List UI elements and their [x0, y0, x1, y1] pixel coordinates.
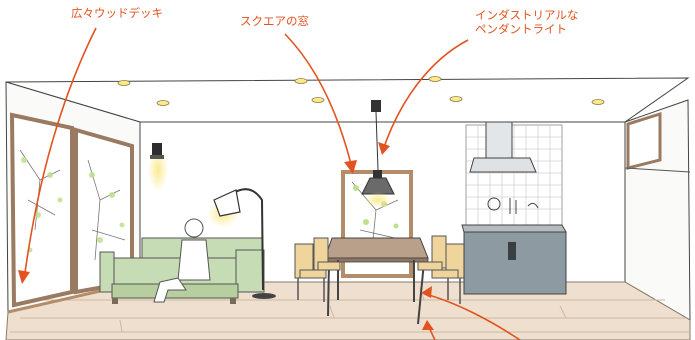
label-pendant-line1: インダストリアルな [475, 8, 579, 22]
label-pendant-line2: ペンダントライト [475, 22, 567, 36]
right-wall-window [626, 111, 662, 170]
range-hood-icon [469, 121, 537, 173]
annotation-arrowheads [18, 142, 434, 330]
label-pendant-light: インダストリアルな ペンダントライト [475, 8, 578, 36]
label-wood-deck: 広々ウッドデッキ [71, 6, 163, 20]
label-square-window: スクエアの窓 [240, 14, 309, 28]
wall-spotlight-icon [148, 143, 168, 192]
arrow-deck [23, 27, 97, 281]
floor-lamp-icon [207, 188, 276, 299]
arrow-window [284, 33, 353, 169]
arrow-table [424, 293, 521, 340]
dining-chairs [294, 235, 465, 279]
kitchen-backsplash [465, 124, 563, 226]
downlights [117, 76, 605, 106]
arrow-pendant [382, 39, 469, 151]
floor-boards [10, 287, 690, 333]
pendant-lamp-icon [361, 100, 395, 208]
kitchen-counter [461, 224, 567, 295]
kitchen-utensils [487, 197, 539, 214]
person-sketch [153, 218, 211, 303]
